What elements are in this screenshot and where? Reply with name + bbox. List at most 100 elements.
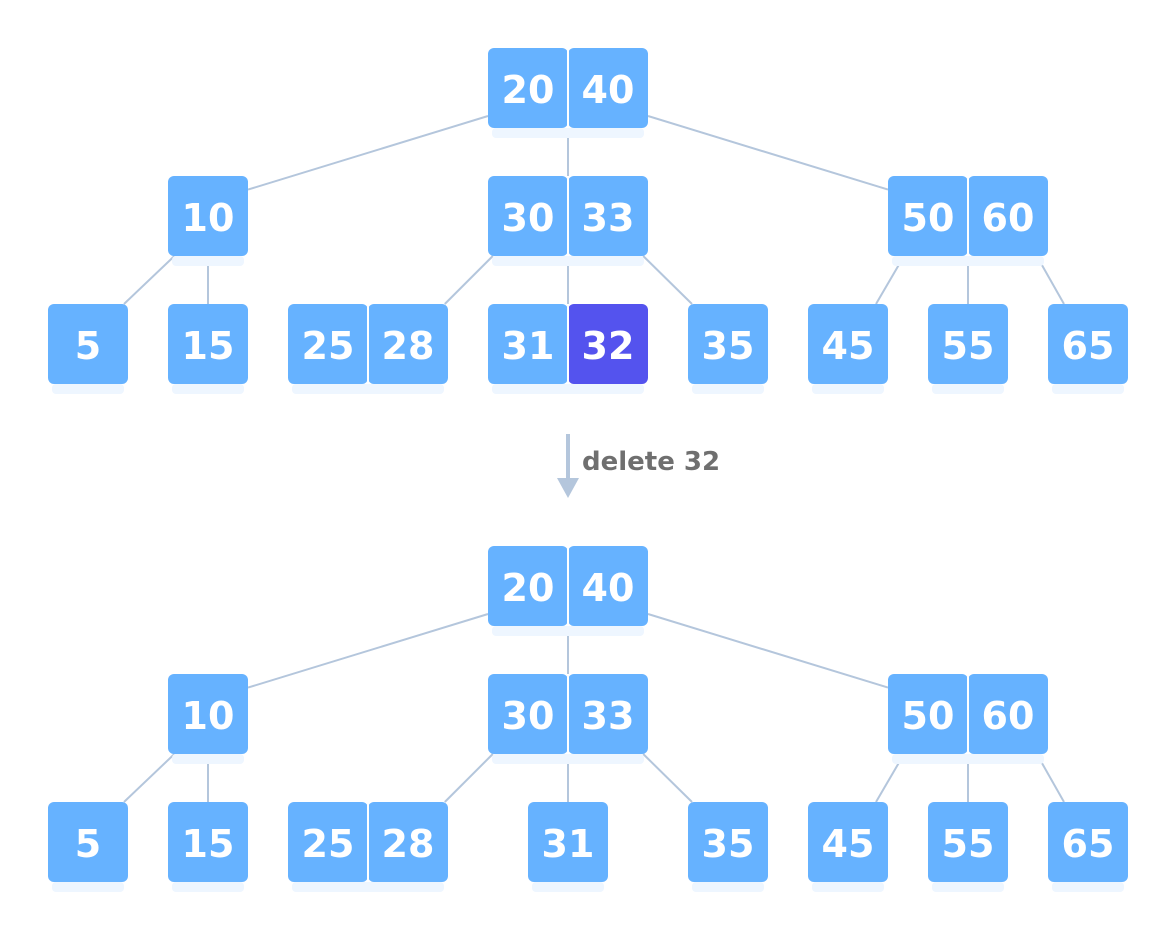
node-shadow [492,384,644,394]
edge-root-n5060 [647,613,889,689]
btree-node-50-60: 50 60 [888,674,1048,764]
edge-root-n10 [247,613,489,689]
key-label: 31 [502,324,555,368]
edge-n3033-l35 [642,753,693,803]
key-label: 25 [302,324,355,368]
key-cell [968,674,1048,754]
btree-node-65: 65 [1048,802,1128,892]
key-label: 15 [182,822,235,866]
key-cell [1048,304,1128,384]
edge-n10-l5 [123,255,176,305]
key-label: 5 [75,822,101,866]
key-label: 25 [302,822,355,866]
key-label: 30 [502,694,555,738]
node-shadow [692,384,764,394]
key-label: 30 [502,196,555,240]
key-cell [568,176,648,256]
node-shadow [172,882,244,892]
key-label: 45 [822,822,875,866]
key-cell [1048,802,1128,882]
deleted-key-cell [568,304,648,384]
key-cell [48,304,128,384]
key-cell [48,802,128,882]
btree-node-5: 5 [48,802,128,892]
key-cell [368,802,448,882]
delete-arrow: delete 32 [557,434,720,498]
key-label: 31 [542,822,595,866]
key-cell [528,802,608,882]
node-shadow [492,256,644,266]
btree-node-10: 10 [168,674,248,764]
key-label: 33 [582,694,635,738]
key-label: 33 [582,196,635,240]
node-shadow [292,384,444,394]
edges [123,613,1065,803]
edge-n3033-l2528 [444,753,494,803]
key-cell [368,304,448,384]
key-label: 55 [942,822,995,866]
node-shadow [812,882,884,892]
key-cell [688,304,768,384]
key-cell [888,176,968,256]
key-label: 20 [502,566,555,610]
key-cell [568,546,648,626]
node-shadow [292,882,444,892]
key-label: 65 [1062,324,1115,368]
key-cell [288,304,368,384]
node-shadow [52,384,124,394]
key-cell [568,48,648,128]
btree-node-35: 35 [688,304,768,394]
key-label: 60 [982,694,1035,738]
btree-node-30-33: 30 33 [488,176,648,266]
key-cell [168,176,248,256]
btree-node-10: 10 [168,176,248,266]
key-cell [168,304,248,384]
key-label: 10 [182,196,235,240]
key-cell [968,176,1048,256]
node-shadow [1052,882,1124,892]
key-label: 40 [582,68,635,112]
key-label: 50 [902,196,955,240]
edge-n3033-l2528 [444,255,494,305]
node-shadow [172,256,244,266]
key-cell [808,304,888,384]
arrow-head-icon [557,478,579,498]
key-label: 28 [382,822,435,866]
btree-node-5: 5 [48,304,128,394]
node-shadow [692,882,764,892]
btree-node-55: 55 [928,802,1008,892]
node-shadow [932,384,1004,394]
key-label: 5 [75,324,101,368]
node-shadow [52,882,124,892]
btree-node-30-33: 30 33 [488,674,648,764]
btree-node-25-28: 25 28 [288,802,448,892]
key-cell [488,176,568,256]
key-label: 50 [902,694,955,738]
btree-node-31-32: 31 32 [488,304,648,394]
edge-root-n5060 [647,115,889,191]
key-cell [488,674,568,754]
key-label: 10 [182,694,235,738]
key-cell [488,546,568,626]
node-shadow [172,754,244,764]
key-cell [488,304,568,384]
node-shadow [1052,384,1124,394]
delete-caption: delete 32 [582,447,720,477]
key-label: 35 [702,324,755,368]
key-cell [168,802,248,882]
key-cell [288,802,368,882]
key-label: 32 [582,324,635,368]
btree-node-45: 45 [808,304,888,394]
btree-node-31: 31 [528,802,608,892]
key-label: 20 [502,68,555,112]
node-shadow [172,384,244,394]
btree-node-55: 55 [928,304,1008,394]
btree-node-35: 35 [688,802,768,892]
